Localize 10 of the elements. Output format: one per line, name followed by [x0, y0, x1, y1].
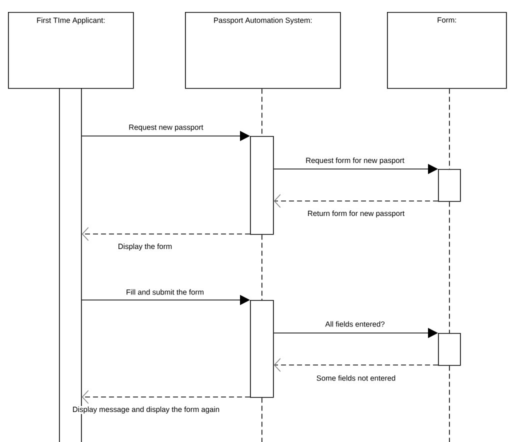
activation-bar [250, 300, 274, 398]
lifeline [449, 365, 450, 442]
activation-bar [250, 136, 274, 235]
message-arrow [274, 194, 438, 208]
message-arrow [82, 227, 250, 241]
message-arrow [274, 358, 438, 372]
lifeline [449, 201, 450, 334]
message-arrow [82, 390, 250, 404]
activation-bar [438, 333, 461, 366]
activation-bar [438, 169, 461, 202]
